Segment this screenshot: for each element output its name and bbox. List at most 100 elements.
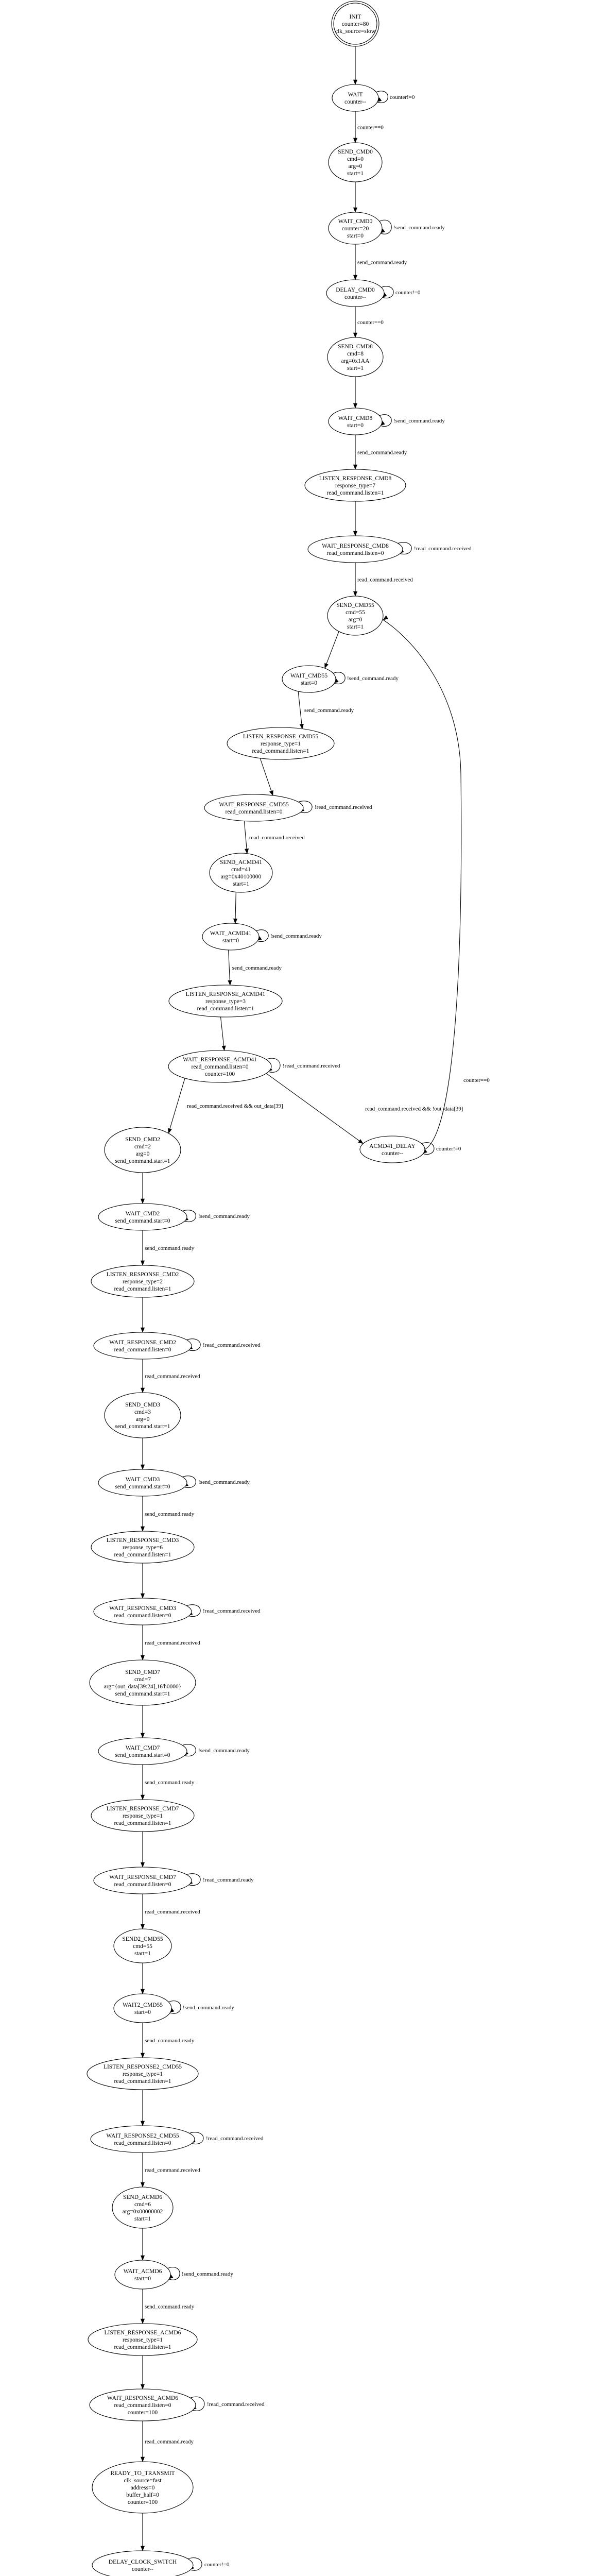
state-label: WAIT_RESPONSE_ACMD6 (107, 2395, 178, 2401)
transition-edge (233, 892, 238, 924)
state-node-listen-response-cmd7[interactable]: LISTEN_RESPONSE_CMD7response_type=1read_… (91, 1799, 195, 1832)
state-attribute: read_command.listen=0 (192, 1064, 249, 1070)
transition-label: !read_command.received (203, 1342, 261, 1348)
transition-edge (324, 631, 339, 669)
transition-path (324, 631, 339, 669)
state-label: SEND_CMD2 (125, 1137, 160, 1143)
state-ellipse (204, 794, 304, 822)
state-ellipse (93, 1867, 192, 1894)
state-node-wait-response-acmd41[interactable]: WAIT_RESPONSE_ACMD41read_command.listen=… (168, 1050, 272, 1083)
transition-label: !send_command.ready (183, 2005, 234, 2011)
state-attribute: clk_source=slow (335, 28, 376, 35)
state-node-listen-response-cmd55[interactable]: LISTEN_RESPONSE_CMD55response_type=1read… (227, 727, 335, 760)
self-loop-path (188, 2132, 204, 2144)
state-node-wait-response2-cmd55[interactable]: WAIT_RESPONSE2_CMD55read_command.listen=… (90, 2125, 195, 2153)
transition-edge (168, 1078, 185, 1134)
state-ellipse (328, 212, 383, 245)
transition-label: !send_command.ready (393, 225, 445, 231)
transition-edge (353, 501, 358, 536)
state-attribute: arg=0 (136, 1416, 150, 1422)
state-attribute: read_command.listen=1 (114, 2078, 171, 2084)
state-node-listen-response-acmd41[interactable]: LISTEN_RESPONSE_ACMD41response_type=3rea… (168, 985, 283, 1018)
transition-edge (353, 306, 358, 338)
state-attribute: read_command.listen=0 (327, 550, 384, 556)
state-attribute: read_command.listen=1 (114, 2344, 171, 2350)
transition-edge (353, 111, 358, 143)
transition-edge (353, 376, 358, 409)
edge-arrowhead (358, 1139, 364, 1144)
transition-edge (140, 1705, 145, 1738)
edge-arrowhead (140, 1924, 145, 1929)
transition-label: !read_command.received (414, 546, 472, 552)
state-attribute: response_type=3 (205, 998, 246, 1005)
state-node-send-cmd7[interactable]: SEND_CMD7cmd=7arg={out_data[39:24],16'h0… (89, 1659, 196, 1706)
edge-arrowhead (168, 1128, 172, 1134)
state-ellipse (90, 2125, 195, 2153)
state-label: LISTEN_RESPONSE_ACMD6 (105, 2330, 181, 2336)
state-node-listen-response2-cmd55[interactable]: LISTEN_RESPONSE2_CMD55response_type=1rea… (87, 2057, 199, 2090)
state-label: WAIT_CMD2 (126, 1211, 160, 1217)
transition-path (228, 950, 231, 986)
transition-label: counter==0 (357, 319, 384, 326)
self-loop-path (168, 2001, 181, 2014)
edge-arrowhead (299, 723, 304, 730)
transition-label: read_command.received (145, 1909, 200, 1915)
state-attribute: read_command.listen=1 (114, 1820, 171, 1826)
state-node-listen-response-acmd6[interactable]: LISTEN_RESPONSE_ACMD6response_type=1read… (88, 2323, 198, 2356)
edge-arrowhead (140, 1655, 145, 1660)
transition-label: !send_command.ready (270, 933, 322, 939)
state-node-wait-response-acmd6[interactable]: WAIT_RESPONSE_ACMD6read_command.listen=0… (89, 2388, 196, 2421)
transition-edge (140, 2289, 145, 2324)
state-node-listen-response-cmd2[interactable]: LISTEN_RESPONSE_CMD2response_type=2read_… (91, 1265, 195, 1298)
self-loop-path (378, 219, 392, 234)
state-label: LISTEN_RESPONSE_ACMD41 (186, 991, 266, 997)
edge-arrowhead (140, 1794, 145, 1800)
state-node-listen-response-cmd8[interactable]: LISTEN_RESPONSE_CMD8response_type=7read_… (304, 469, 406, 502)
state-label: WAIT_ACMD6 (124, 2268, 162, 2275)
state-label: WAIT_RESPONSE_CMD7 (109, 1874, 176, 1880)
state-node-listen-response-cmd3[interactable]: LISTEN_RESPONSE_CMD3response_type=6read_… (91, 1531, 195, 1564)
state-attribute: start=1 (233, 881, 249, 887)
state-attribute: counter-- (344, 99, 366, 105)
state-attribute: arg=0 (136, 1151, 150, 1157)
state-attribute: read_command.listen=0 (114, 2402, 171, 2409)
edge-arrowhead (140, 2318, 145, 2324)
state-node-ready-to-transmit[interactable]: READY_TO_TRANSMITclk_source=fastaddress=… (92, 2461, 194, 2514)
edge-arrowhead (140, 2255, 145, 2261)
state-attribute: start=0 (134, 2009, 151, 2015)
state-label: WAIT_CMD55 (290, 673, 327, 679)
self-loop-path (181, 1744, 196, 1756)
state-ellipse (89, 2388, 196, 2421)
state-attribute: arg={out_data[39:24],16'h0000} (104, 1684, 182, 1690)
transition-edge (140, 1765, 145, 1800)
state-attribute: cmd=8 (347, 351, 364, 357)
state-label: LISTEN_RESPONSE_CMD7 (107, 1806, 179, 1812)
